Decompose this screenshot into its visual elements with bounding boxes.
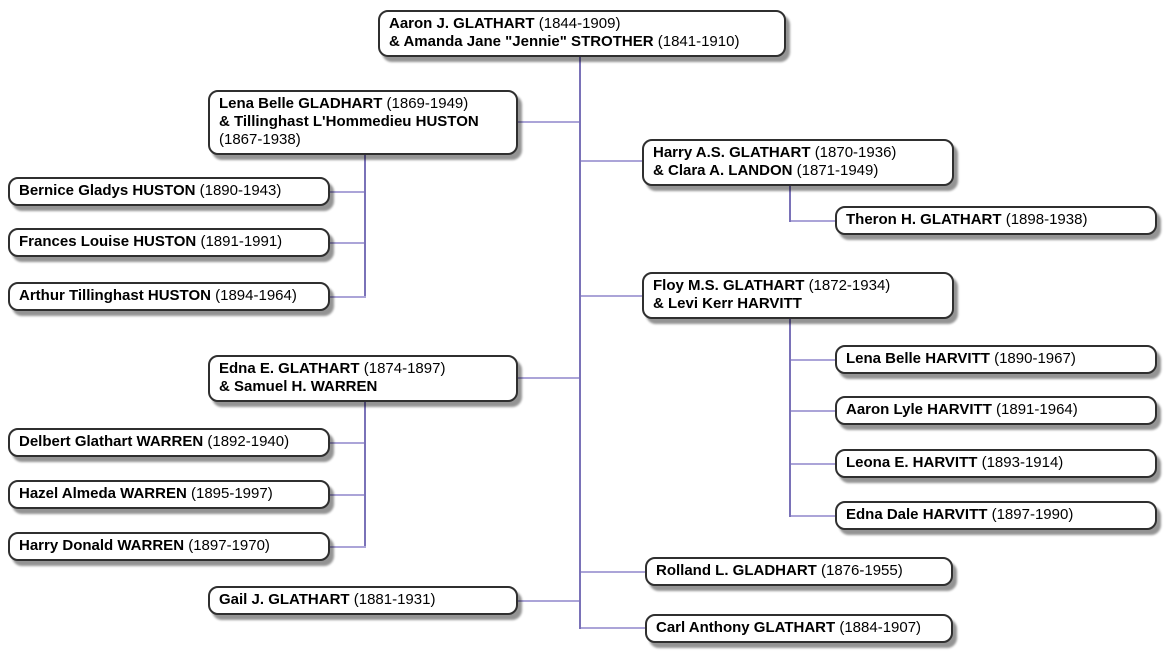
- person-box-edna-warren[interactable]: Edna E. GLATHART (1874-1897) & Samuel H.…: [208, 355, 518, 402]
- connector-harvitt-spine: [789, 318, 791, 517]
- person-name: Aaron J. GLATHART: [389, 15, 535, 32]
- person-dates: (1893-1914): [981, 454, 1064, 471]
- spouse-dates: (1871-1949): [796, 162, 879, 179]
- connector-branch-rolland: [581, 571, 645, 573]
- connector-branch-gail: [518, 600, 579, 602]
- person-dates: (1874-1897): [363, 360, 446, 377]
- person-dates: (1894-1964): [215, 287, 297, 304]
- person-name: Delbert Glathart WARREN: [19, 433, 204, 450]
- person-name: Arthur Tillinghast HUSTON: [19, 287, 211, 304]
- person-box-frances[interactable]: Frances Louise HUSTON (1891-1991): [8, 228, 330, 257]
- person-dates: (1892-1940): [207, 433, 290, 450]
- person-dates: (1869-1949): [386, 95, 469, 112]
- connector-branch-theron: [791, 220, 835, 222]
- person-dates: (1891-1964): [996, 401, 1078, 418]
- person-name: Rolland L. GLADHART: [656, 562, 817, 579]
- connector-branch-leona-harvitt: [791, 463, 835, 465]
- connector-branch-edna-harvitt: [791, 515, 835, 517]
- connector-branch-edna-warren: [518, 377, 579, 379]
- person-name: Carl Anthony GLATHART: [656, 619, 836, 636]
- person-box-bernice[interactable]: Bernice Gladys HUSTON (1890-1943): [8, 177, 330, 206]
- person-box-delbert[interactable]: Delbert Glathart WARREN (1892-1940): [8, 428, 330, 457]
- spouse-name: & Tillinghast L'Hommedieu HUSTON: [219, 113, 479, 130]
- person-dates: (1897-1970): [188, 537, 270, 554]
- connector-warren-spine: [364, 402, 366, 548]
- person-name: Harry A.S. GLATHART: [653, 144, 811, 161]
- spouse-name: & Samuel H. WARREN: [219, 378, 378, 395]
- person-dates: (1897-1990): [991, 506, 1074, 523]
- person-name: Hazel Almeda WARREN: [19, 485, 187, 502]
- person-dates: (1872-1934): [808, 277, 891, 294]
- connector-huston-spine: [364, 153, 366, 298]
- connector-branch-carl: [581, 627, 645, 629]
- person-name: Gail J. GLATHART: [219, 591, 350, 608]
- connector-main-spine: [579, 53, 581, 629]
- person-name: Leona E. HARVITT: [846, 454, 978, 471]
- connector-glathart-landon-spine: [789, 184, 791, 222]
- person-name: Lena Belle HARVITT: [846, 350, 990, 367]
- person-name: Bernice Gladys HUSTON: [19, 182, 196, 199]
- person-dates: (1844-1909): [538, 15, 621, 32]
- person-box-theron[interactable]: Theron H. GLATHART (1898-1938): [835, 206, 1157, 235]
- person-dates: (1891-1991): [200, 233, 283, 250]
- person-box-floy-levi[interactable]: Floy M.S. GLATHART (1872-1934) & Levi Ke…: [642, 272, 954, 319]
- person-box-lena-huston[interactable]: Lena Belle GLADHART (1869-1949) & Tillin…: [208, 90, 518, 155]
- person-name: Theron H. GLATHART: [846, 211, 1002, 228]
- connector-branch-bernice: [330, 191, 364, 193]
- spouse-name: & Amanda Jane "Jennie" STROTHER: [389, 33, 654, 50]
- person-box-arthur[interactable]: Arthur Tillinghast HUSTON (1894-1964): [8, 282, 330, 311]
- person-dates: (1890-1943): [199, 182, 282, 199]
- person-dates: (1870-1936): [814, 144, 897, 161]
- person-dates: (1898-1938): [1005, 211, 1088, 228]
- person-box-aaron-harvitt[interactable]: Aaron Lyle HARVITT (1891-1964): [835, 396, 1157, 425]
- connector-branch-harry-warren: [330, 546, 366, 548]
- person-box-hazel[interactable]: Hazel Almeda WARREN (1895-1997): [8, 480, 330, 509]
- person-name: Frances Louise HUSTON: [19, 233, 197, 250]
- person-box-leona-harvitt[interactable]: Leona E. HARVITT (1893-1914): [835, 449, 1157, 478]
- person-box-lena-harvitt[interactable]: Lena Belle HARVITT (1890-1967): [835, 345, 1157, 374]
- connector-branch-arthur: [330, 296, 366, 298]
- connector-branch-floy-levi: [581, 295, 642, 297]
- connector-branch-aaron-harvitt: [791, 410, 835, 412]
- person-dates: (1890-1967): [994, 350, 1076, 367]
- person-name: Edna E. GLATHART: [219, 360, 360, 377]
- person-dates: (1881-1931): [353, 591, 436, 608]
- person-box-gail[interactable]: Gail J. GLATHART (1881-1931): [208, 586, 518, 615]
- person-name: Aaron Lyle HARVITT: [846, 401, 992, 418]
- connector-branch-harry-clara: [581, 160, 642, 162]
- spouse-name: & Levi Kerr HARVITT: [653, 295, 802, 312]
- person-box-carl[interactable]: Carl Anthony GLATHART (1884-1907): [645, 614, 953, 643]
- person-box-harry-clara[interactable]: Harry A.S. GLATHART (1870-1936) & Clara …: [642, 139, 954, 186]
- connector-branch-frances: [330, 242, 364, 244]
- person-box-rolland[interactable]: Rolland L. GLADHART (1876-1955): [645, 557, 953, 586]
- person-dates: (1876-1955): [821, 562, 903, 579]
- person-name: Edna Dale HARVITT: [846, 506, 988, 523]
- person-name: Harry Donald WARREN: [19, 537, 185, 554]
- person-box-edna-harvitt[interactable]: Edna Dale HARVITT (1897-1990): [835, 501, 1157, 530]
- person-box-aaron-strother[interactable]: Aaron J. GLATHART (1844-1909) & Amanda J…: [378, 10, 786, 57]
- person-box-harry-warren[interactable]: Harry Donald WARREN (1897-1970): [8, 532, 330, 561]
- spouse-dates: (1841-1910): [657, 33, 740, 50]
- connector-branch-delbert: [330, 442, 364, 444]
- connector-branch-lena-harvitt: [791, 359, 835, 361]
- person-dates: (1895-1997): [190, 485, 273, 502]
- spouse-dates: (1867-1938): [219, 131, 301, 148]
- spouse-name: & Clara A. LANDON: [653, 162, 793, 179]
- person-name: Floy M.S. GLATHART: [653, 277, 805, 294]
- person-dates: (1884-1907): [839, 619, 922, 636]
- person-name: Lena Belle GLADHART: [219, 95, 383, 112]
- connector-branch-lena-huston: [518, 121, 579, 123]
- connector-branch-hazel: [330, 494, 364, 496]
